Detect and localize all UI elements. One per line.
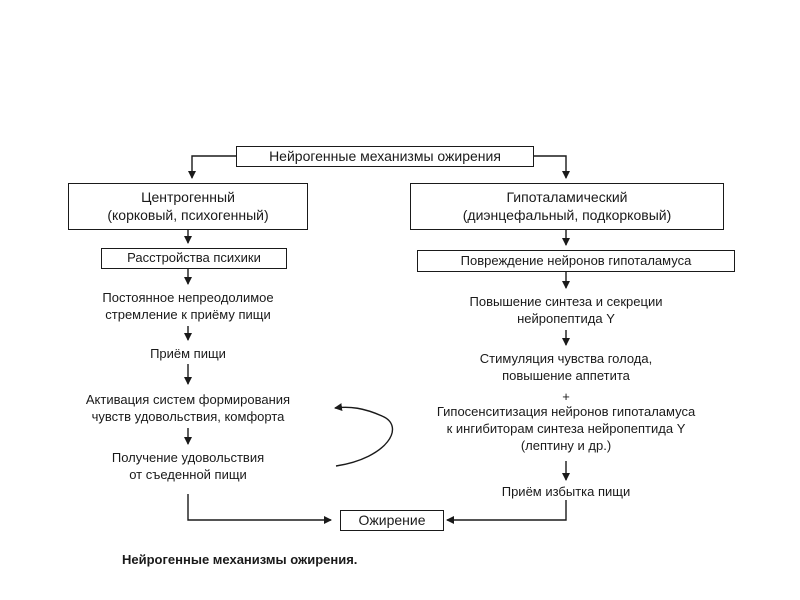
right-step-5: Приём избытка пищи: [466, 484, 666, 501]
connector-left-to-outcome: [187, 494, 332, 524]
right-step-5-line1: Приём избытка пищи: [501, 484, 631, 499]
right-step-4: Гипосенситизация нейронов гипоталамуса к…: [396, 404, 736, 455]
left-step-3-line2: чувств удовольствия, комфорта: [91, 408, 285, 424]
right-step-2: Стимуляция чувства голода, повышение апп…: [426, 351, 706, 385]
left-step-1: Постоянное непреодолимое стремление к пр…: [48, 290, 328, 324]
right-cause-text: Повреждение нейронов гипоталамуса: [460, 252, 692, 268]
right-step-1: Повышение синтеза и секреции нейропептид…: [426, 294, 706, 328]
left-cause-box: Расстройства психики: [101, 248, 287, 269]
right-step-1-line2: нейропептида Y: [517, 310, 615, 326]
left-step-3: Активация систем формирования чувств удо…: [38, 392, 338, 426]
left-step-2-line1: Приём пищи: [150, 346, 226, 361]
connector-right-to-outcome: [446, 500, 567, 524]
hypothalamic-type-box: Гипоталамический (диэнцефальный, подкорк…: [410, 183, 724, 230]
centrogenic-type-box: Центрогенный (корковый, психогенный): [68, 183, 308, 230]
connector-title-to-right: [534, 155, 570, 179]
right-step-1-line1: Повышение синтеза и секреции: [469, 294, 663, 309]
diagram-title: Нейрогенные механизмы ожирения: [236, 146, 534, 167]
figure-caption: Нейрогенные механизмы ожирения.: [122, 552, 357, 569]
outcome-text: Ожирение: [358, 511, 426, 528]
right-cause-box: Повреждение нейронов гипоталамуса: [417, 250, 735, 272]
left-step-1-line1: Постоянное непреодолимое: [102, 290, 274, 305]
right-step-2-line2: повышение аппетита: [502, 367, 630, 383]
outcome-box: Ожирение: [340, 510, 444, 531]
plus-sign: +: [562, 389, 570, 404]
left-cause-text: Расстройства психики: [127, 250, 261, 266]
right-step-4-line2: к ингибиторам синтеза нейропептида Y: [446, 420, 686, 436]
right-step-4-line3: (лептину и др.): [520, 437, 612, 453]
centrogenic-type-line1: Центрогенный: [141, 189, 235, 205]
figure-caption-text: Нейрогенные механизмы ожирения.: [122, 552, 358, 567]
centrogenic-type-line2: (корковый, психогенный): [107, 206, 269, 223]
connector-title-to-left: [188, 155, 236, 179]
right-step-2-line1: Стимуляция чувства голода,: [479, 351, 653, 366]
hypothalamic-type-line1: Гипоталамический: [506, 189, 628, 205]
left-step-3-line1: Активация систем формирования: [85, 392, 291, 407]
feedback-loop-arrow: [334, 403, 394, 467]
right-step-4-line1: Гипосенситизация нейронов гипоталамуса: [436, 404, 696, 419]
left-step-4-line1: Получение удовольствия: [111, 450, 265, 465]
left-step-2: Приём пищи: [48, 346, 328, 363]
right-step-3-plus: +: [546, 389, 586, 406]
left-step-1-line2: стремление к приёму пищи: [105, 306, 271, 322]
hypothalamic-type-line2: (диэнцефальный, подкорковый): [462, 206, 672, 223]
left-step-4: Получение удовольствия от съеденной пищи: [48, 450, 328, 484]
diagram-title-text: Нейрогенные механизмы ожирения: [269, 147, 501, 164]
left-step-4-line2: от съеденной пищи: [129, 466, 247, 482]
